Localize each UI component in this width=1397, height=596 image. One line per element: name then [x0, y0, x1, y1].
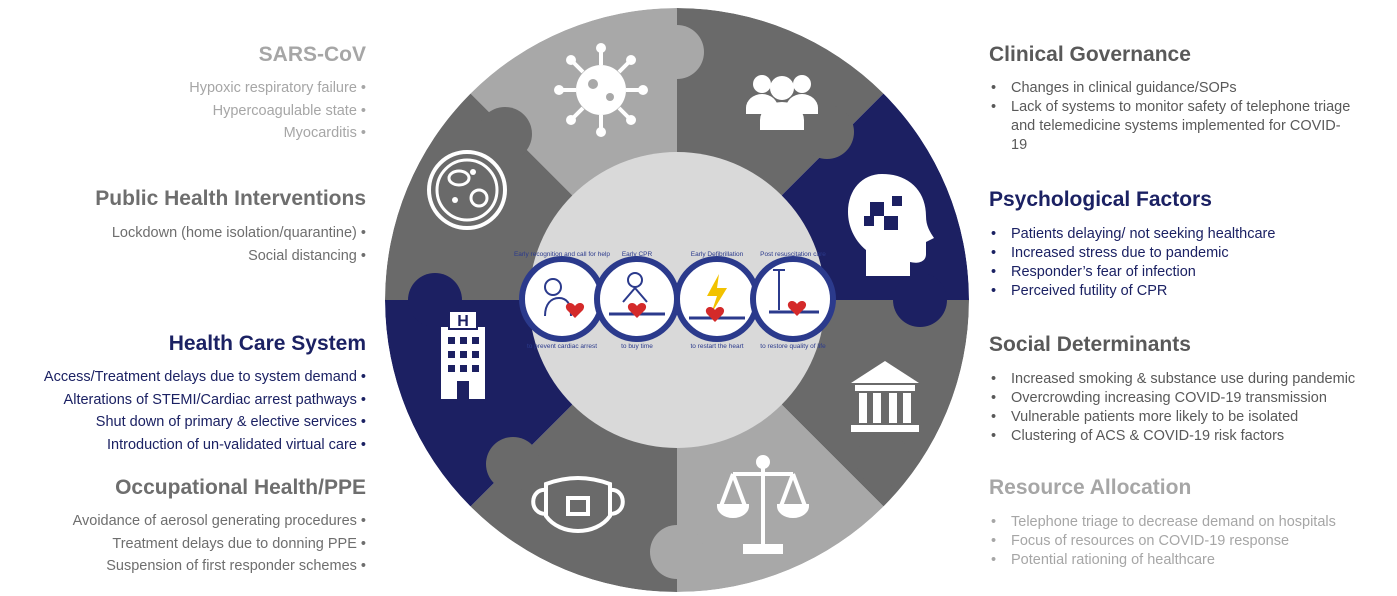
link-label-recognition-top: Early recognition and call for help	[514, 251, 610, 258]
list-item: Shut down of primary & elective services	[44, 411, 366, 434]
list-item: Overcrowding increasing COVID-19 transmi…	[989, 389, 1394, 408]
chain-link-cpr	[594, 256, 680, 342]
puzzle-wheel: H	[385, 8, 969, 592]
list-item: Responder’s fear of infection	[989, 263, 1389, 282]
heart-icon	[787, 301, 807, 316]
list-item: Social distancing	[95, 245, 366, 268]
link-label-recognition-bottom: to prevent cardiac arrest	[527, 343, 597, 350]
public-health-list: Lockdown (home isolation/quarantine) Soc…	[95, 222, 366, 267]
list-item: Introduction of un-validated virtual car…	[44, 434, 366, 457]
list-item: Clustering of ACS & COVID-19 risk factor…	[989, 427, 1394, 446]
puzzle-knob	[650, 525, 704, 579]
puzzle-knob	[893, 273, 947, 327]
svg-text:H: H	[457, 313, 469, 330]
chain-link-recognition	[519, 256, 605, 342]
list-item: Increased stress due to pandemic	[989, 244, 1389, 263]
occupational-health-title: Occupational Health/PPE	[115, 476, 366, 499]
list-item: Access/Treatment delays due to system de…	[44, 366, 366, 389]
list-item: Lack of systems to monitor safety of tel…	[989, 98, 1351, 155]
psychological-factors-title: Psychological Factors	[989, 188, 1212, 211]
caller-figure-icon	[544, 278, 562, 296]
list-item: Hypercoagulable state	[189, 100, 366, 123]
heart-icon	[705, 307, 725, 322]
list-item: Lockdown (home isolation/quarantine)	[95, 222, 366, 245]
list-item: Hypoxic respiratory failure	[189, 77, 366, 100]
lightning-bolt-icon	[707, 274, 727, 314]
list-item: Increased smoking & substance use during…	[989, 370, 1394, 389]
public-health-section: Public Health Interventions Lockdown (ho…	[95, 186, 366, 267]
health-care-system-title: Health Care System	[168, 332, 366, 355]
health-care-system-section: Health Care System Access/Treatment dela…	[44, 331, 366, 456]
puzzle-knob	[800, 105, 854, 159]
list-item: Suspension of first responder schemes	[73, 555, 366, 578]
resource-allocation-section: Resource Allocation Telephone triage to …	[989, 475, 1389, 570]
petri-dish-icon	[427, 150, 507, 230]
link-label-post-top: Post resuscitation care	[760, 251, 826, 258]
chain-link-post-care	[750, 256, 836, 342]
virus-icon	[554, 43, 648, 137]
clinical-governance-title: Clinical Governance	[989, 43, 1191, 66]
social-determinants-list: Increased smoking & substance use during…	[989, 370, 1394, 446]
list-item: Vulnerable patients more likely to be is…	[989, 408, 1394, 427]
psychological-factors-section: Psychological Factors Patients delaying/…	[989, 187, 1389, 301]
puzzle-knob	[650, 25, 704, 79]
head-puzzle-icon	[848, 174, 934, 276]
chain-of-survival: Early recognition and call for help to p…	[514, 251, 836, 350]
list-item: Myocarditis	[189, 122, 366, 145]
clinical-governance-list: Changes in clinical guidance/SOPs Lack o…	[989, 79, 1359, 155]
puzzle-knob	[856, 433, 910, 487]
health-care-system-list: Access/Treatment delays due to system de…	[44, 366, 366, 456]
sars-cov-title: SARS-CoV	[258, 43, 366, 66]
social-determinants-title: Social Determinants	[989, 333, 1191, 356]
chain-link-defibrillation	[674, 256, 760, 342]
occupational-health-list: Avoidance of aerosol generating procedur…	[73, 510, 366, 578]
puzzle-knob	[478, 107, 532, 161]
list-item: Focus of resources on COVID-19 response	[989, 532, 1389, 551]
link-label-post-bottom: to restore quality of life	[760, 343, 826, 350]
list-item: Avoidance of aerosol generating procedur…	[73, 510, 366, 533]
list-item: Perceived futility of CPR	[989, 282, 1389, 301]
sars-cov-list: Hypoxic respiratory failure Hypercoagula…	[189, 77, 366, 145]
resource-allocation-title: Resource Allocation	[989, 476, 1192, 499]
link-label-defib-bottom: to restart the heart	[690, 343, 743, 350]
heart-icon	[565, 303, 585, 318]
puzzle-knob	[486, 437, 540, 491]
list-item: Potential rationing of healthcare	[989, 551, 1389, 570]
psychological-factors-list: Patients delaying/ not seeking healthcar…	[989, 225, 1389, 301]
heart-icon	[627, 303, 647, 318]
clinical-governance-section: Clinical Governance Changes in clinical …	[989, 42, 1389, 155]
list-item: Telephone triage to decrease demand on h…	[989, 513, 1389, 532]
link-label-cpr-bottom: to buy time	[621, 343, 653, 350]
face-mask-icon	[531, 476, 625, 533]
hospital-icon: H	[441, 310, 485, 399]
occupational-health-section: Occupational Health/PPE Avoidance of aer…	[73, 475, 366, 578]
resource-allocation-list: Telephone triage to decrease demand on h…	[989, 513, 1389, 570]
sars-cov-section: SARS-CoV Hypoxic respiratory failure Hyp…	[189, 42, 366, 145]
link-label-defib-top: Early Defibrillation	[691, 251, 744, 258]
balance-scale-icon	[716, 455, 810, 554]
rescuer-arms-icon	[622, 286, 648, 303]
list-item: Alterations of STEMI/Cardiac arrest path…	[44, 389, 366, 412]
list-item: Changes in clinical guidance/SOPs	[989, 79, 1359, 98]
government-building-icon	[851, 361, 919, 432]
social-determinants-section: Social Determinants Increased smoking & …	[989, 332, 1394, 446]
list-item: Patients delaying/ not seeking healthcar…	[989, 225, 1389, 244]
link-label-cpr-top: Early CPR	[622, 251, 653, 258]
public-health-title: Public Health Interventions	[95, 187, 366, 210]
people-group-icon	[746, 75, 818, 130]
list-item: Treatment delays due to donning PPE	[73, 533, 366, 556]
drip-stand-icon	[773, 269, 785, 310]
